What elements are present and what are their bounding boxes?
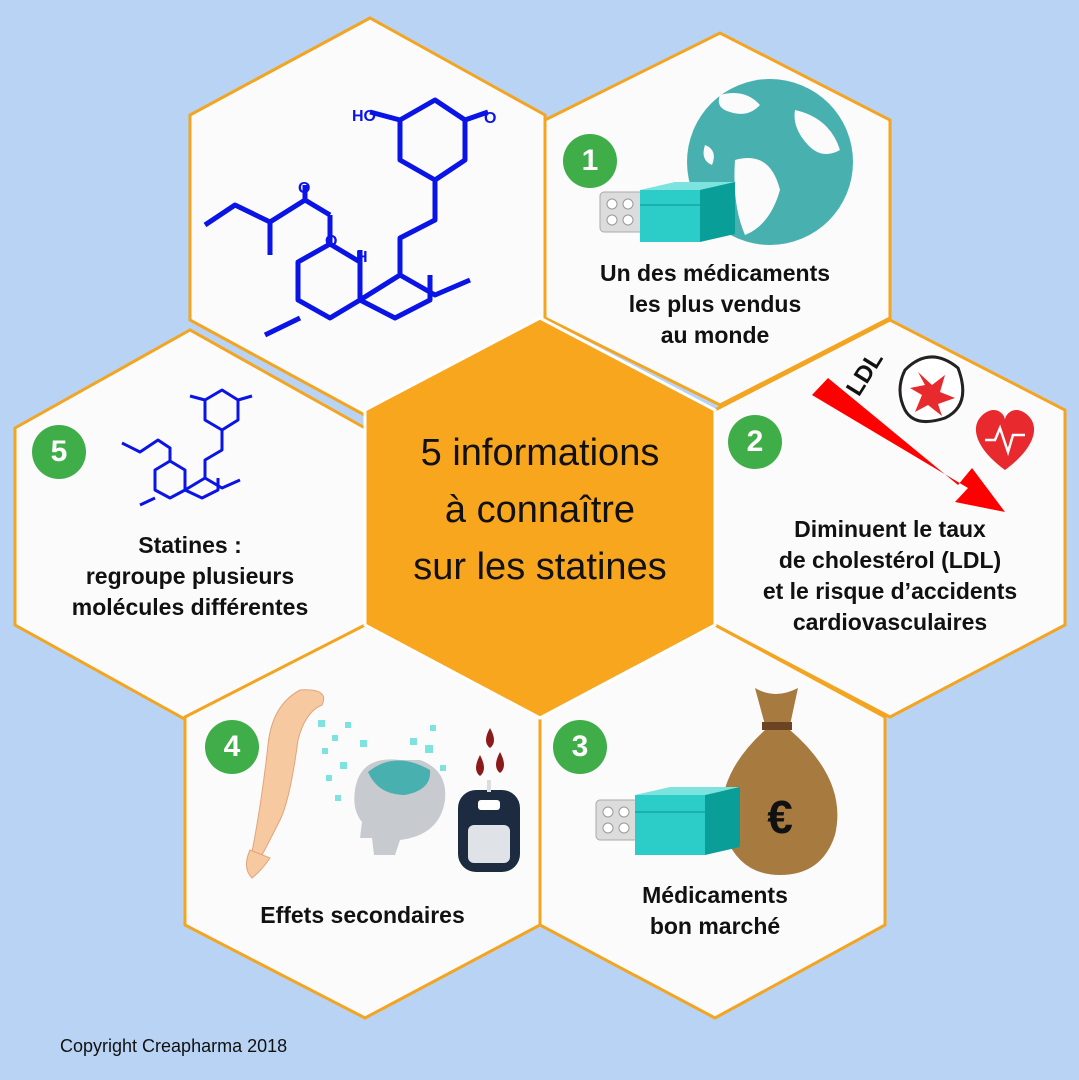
badge-3: 3 xyxy=(553,720,607,774)
info-1-text: Un des médicaments les plus vendus au mo… xyxy=(560,258,870,351)
info-3-text: Médicaments bon marché xyxy=(560,880,870,942)
center-title-line-2: à connaître xyxy=(444,489,636,531)
hexagon-center xyxy=(363,316,717,720)
info-5-line-3: molécules différentes xyxy=(71,594,309,620)
glucometer-icon xyxy=(458,780,520,872)
molecule-o-label-2: O xyxy=(298,180,310,197)
arm-muscle-icon xyxy=(246,689,325,879)
medicine-box-icon-2 xyxy=(595,787,740,855)
info-5-line-1: Statines : xyxy=(138,532,242,558)
info-2-line-2: de cholestérol (LDL) xyxy=(778,547,1002,573)
info-3-line-2: bon marché xyxy=(649,913,781,939)
badge-1: 1 xyxy=(563,134,617,188)
info-1-line-3: au monde xyxy=(660,322,770,348)
info-2-line-4: cardiovasculaires xyxy=(792,609,988,635)
euro-symbol: € xyxy=(767,791,793,843)
medicine-box-icon xyxy=(599,182,735,242)
info-1-line-2: les plus vendus xyxy=(628,291,802,317)
info-5-text: Statines : regroupe plusieurs molécules … xyxy=(30,530,350,623)
molecule-o-label-3: O xyxy=(325,233,337,250)
copyright-footer: Copyright Creapharma 2018 xyxy=(60,1036,288,1056)
molecule-o-label-1: O xyxy=(484,110,496,127)
molecule-h-label: H xyxy=(356,249,368,266)
statin-molecule-small-icon xyxy=(121,388,253,507)
badge-5: 5 xyxy=(32,425,86,479)
center-title: 5 informations à connaître sur les stati… xyxy=(360,425,720,596)
info-5-line-2: regroupe plusieurs xyxy=(85,563,295,589)
blood-drops-icon xyxy=(476,728,504,776)
info-4-text: Effets secondaires xyxy=(200,900,525,931)
heart-icon xyxy=(975,410,1035,470)
badge-2: 2 xyxy=(728,415,782,469)
badge-4: 4 xyxy=(205,720,259,774)
statin-molecule-large-icon xyxy=(203,97,489,338)
info-4-line-1: Effets secondaires xyxy=(260,902,465,928)
money-bag-icon xyxy=(721,688,838,875)
decrease-arrow-icon xyxy=(812,378,1005,512)
info-3-line-1: Médicaments xyxy=(642,882,788,908)
head-brain-icon xyxy=(354,759,446,855)
artery-icon xyxy=(898,355,965,424)
center-title-line-3: sur les statines xyxy=(413,546,667,588)
center-title-line-1: 5 informations xyxy=(420,432,660,474)
puzzle-pieces-icon xyxy=(318,720,446,801)
info-2-line-3: et le risque d’accidents xyxy=(762,578,1018,604)
molecule-ho-label: HO xyxy=(352,108,376,125)
info-1-line-1: Un des médicaments xyxy=(599,260,831,286)
info-2-line-1: Diminuent le taux xyxy=(794,516,986,542)
info-2-text: Diminuent le taux de cholestérol (LDL) e… xyxy=(730,514,1050,638)
globe-continents-icon xyxy=(703,92,840,235)
